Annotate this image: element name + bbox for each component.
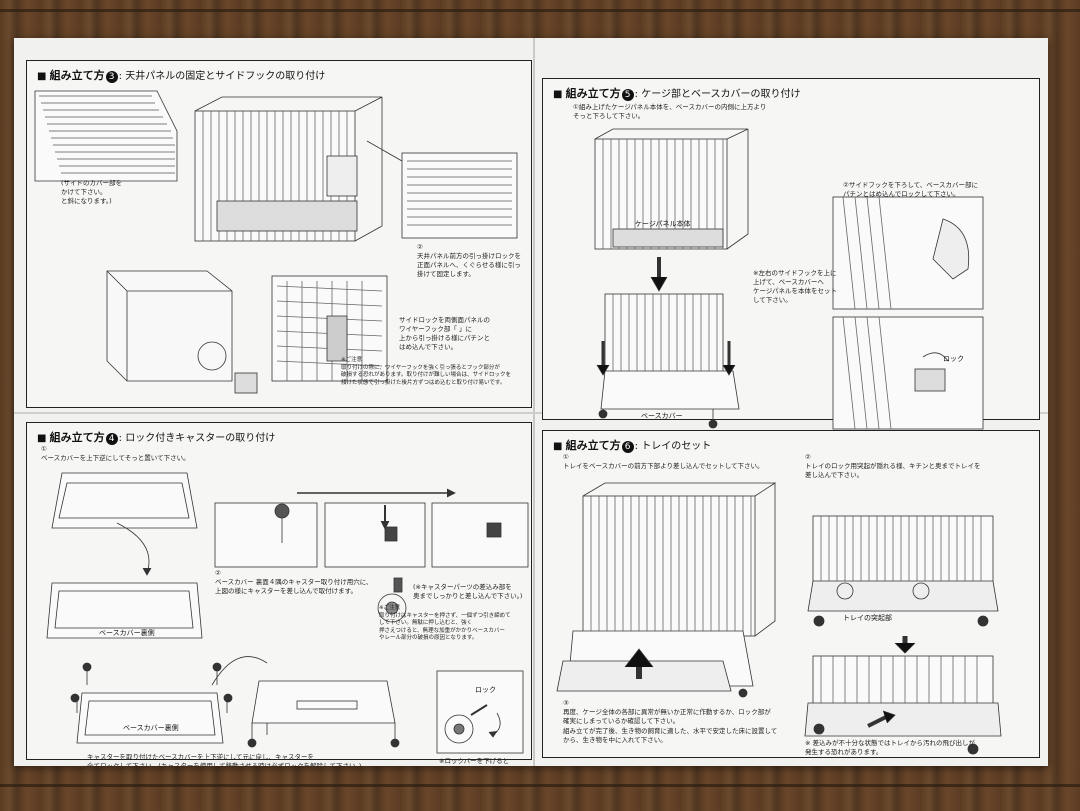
label-base-cover-back-2: ベースカバー裏側 <box>123 724 179 732</box>
label-base-cover-back: ベースカバー裏側 <box>99 629 155 637</box>
section-3-note-1: (サイドのカバー部を かけて下さい。 と斜になります。) <box>61 179 123 205</box>
title-prefix: 組み立て方 <box>565 87 621 100</box>
step-number-badge: 5 <box>621 89 634 101</box>
step-number-badge: 3 <box>105 71 118 83</box>
title-text: : トレイのセット <box>634 441 712 452</box>
section-6-finish-note: 組み立てが完了後、生き物の飼育に適した、水平で安定した床に設置して から、生き物… <box>563 727 778 744</box>
label-tray-protrusion: トレイの突起部 <box>843 614 892 622</box>
section-5-side-note: ※左右のサイドフックを上に 上げて、ベースカバーへ ケージパネルを本体をセット … <box>753 269 837 304</box>
section-6-illustrations <box>556 482 1002 755</box>
section-4-lock-note: ※ロックバーを下げると 車輪にロックが掛かります。 <box>439 757 510 765</box>
section-4-step-1: ① ベースカバーを上下逆にしてそっと置いて下さい。 <box>41 445 190 462</box>
floor-seam <box>0 784 1080 787</box>
section-4-caution: ※ご注意 取り付けはキャスターを押さず、一個ずつ引き締めて して下さい。無駄に押… <box>379 605 511 641</box>
section-3-step-2: ② 天井パネル前方の引っ掛けロックを 正面パネルへ、くぐらせる様に引っ 掛けて固… <box>417 243 521 278</box>
label-lock: ロック <box>475 686 496 694</box>
section-4-step-2: ② ベースカバー 裏面４隅のキャスター取り付け用穴に、 上図の様にキャスターを差… <box>215 569 373 595</box>
step-number-badge: 4 <box>105 433 118 445</box>
section-5-step-1: ①組み上げたケージパネル本体を、ベースカバーの内側に上方より そっと下ろして下さ… <box>573 103 767 120</box>
title-text: : 天井パネルの固定とサイドフックの取り付け <box>118 71 326 82</box>
section-6-step-2: ② トレイのロック用突起が隠れる様、キチンと奥までトレイを 差し込んで下さい。 <box>805 453 981 479</box>
title-prefix: 組み立て方 <box>49 69 105 82</box>
section-5-step-2: ②サイドフックを下ろして、ベースカバー部に パチンとはめ込んでロックして下さい。 <box>843 181 978 198</box>
title-prefix: 組み立て方 <box>49 431 105 444</box>
section-4-illustrations <box>46 472 529 754</box>
section-3-caution: ※ご注意 取り付けの際に、ワイヤーフックを強く引っ張るとフック部分が 破損する恐… <box>341 357 511 386</box>
section-5-illustrations <box>594 128 984 430</box>
section-6-step-3: ③ 再度、ケージ全体の各部に異常が無いか正常に作動するか、ロック部が 確実にしま… <box>563 699 771 725</box>
label-base-cover: ベースカバー <box>641 412 683 420</box>
fold-crease-horizontal <box>14 412 1048 414</box>
step-number-badge: 6 <box>621 441 634 453</box>
label-lock: ロック <box>943 355 964 363</box>
section-3-illustrations <box>34 90 518 394</box>
section-4-caster-note: (※キャスターパーツの差込み部を 奥までしっかりと差し込んで下さい。) <box>413 583 523 600</box>
section-6-step-1: ① トレイをベースカバーの前方下部より差し込んでセットして下さい。 <box>563 453 764 470</box>
fold-crease-vertical <box>533 38 535 766</box>
title-prefix: 組み立て方 <box>565 439 621 452</box>
section-3-step-3: サイドロックを両側面パネルの ワイヤーフック部「 」に 上から引っ掛ける様にパチ… <box>399 316 490 351</box>
label-cage-panel-body: ケージパネル本体 <box>635 220 691 228</box>
section-6-note: ※ 差込みが不十分な状態ではトレイから汚れの飛び出しが 発生する恐れがあります。 <box>805 739 976 756</box>
title-text: : ロック付きキャスターの取り付け <box>118 433 276 444</box>
section-4-step-3: キャスターを取り付けたベースカバーを上下逆にして元に戻し、キャスターを 全てロッ… <box>87 753 362 766</box>
title-text: : ケージ部とベースカバーの取り付け <box>634 89 801 100</box>
floor-seam <box>0 9 1080 12</box>
